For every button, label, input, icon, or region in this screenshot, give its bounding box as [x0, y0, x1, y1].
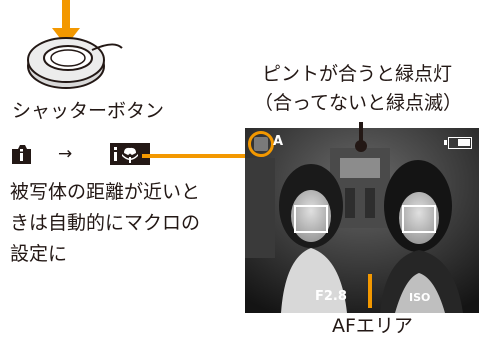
- arrow-right: →: [58, 144, 73, 164]
- focus-note-line-2: （合ってないと緑点滅）: [254, 92, 463, 114]
- intelligent-auto-icon: [12, 145, 31, 164]
- camera-lcd-screen: A F2.8 ISO: [245, 128, 479, 313]
- focus-pointer-line: [359, 122, 363, 146]
- macro-description: 被写体の距離が近いと きは自動的にマクロの 設定に: [10, 177, 200, 270]
- focus-indicator-dot: [355, 140, 367, 152]
- battery-icon-nub: [444, 140, 447, 145]
- battery-level: [458, 139, 470, 146]
- shutter-button-label: シャッターボタン: [12, 100, 165, 122]
- macro-description-line-1: 被写体の距離が近いと: [10, 181, 201, 203]
- af-area-label: AFエリア: [332, 315, 413, 337]
- lcd-iso-indicator: ISO: [409, 291, 431, 304]
- af-area-pointer-line: [368, 274, 372, 308]
- lcd-flash-mode: A: [273, 134, 284, 149]
- macro-pointer-line: [142, 154, 246, 158]
- macro-description-line-2: きは自動的にマクロの: [10, 212, 201, 234]
- lcd-aperture-value: F2.8: [315, 289, 347, 304]
- macro-description-line-3: 設定に: [10, 243, 68, 265]
- intelligent-macro-icon: [110, 143, 150, 165]
- battery-icon: [448, 137, 472, 149]
- lcd-photo: [245, 128, 479, 313]
- focus-indicator-note: ピントが合うと緑点灯 （合ってないと緑点滅）: [254, 60, 462, 118]
- focus-note-line-1: ピントが合うと緑点灯: [262, 63, 453, 85]
- af-frame-left: [294, 205, 328, 233]
- af-frame-right: [402, 205, 436, 233]
- lcd-intelligent-auto-icon: [248, 131, 274, 157]
- shutter-button-illustration: [27, 0, 123, 89]
